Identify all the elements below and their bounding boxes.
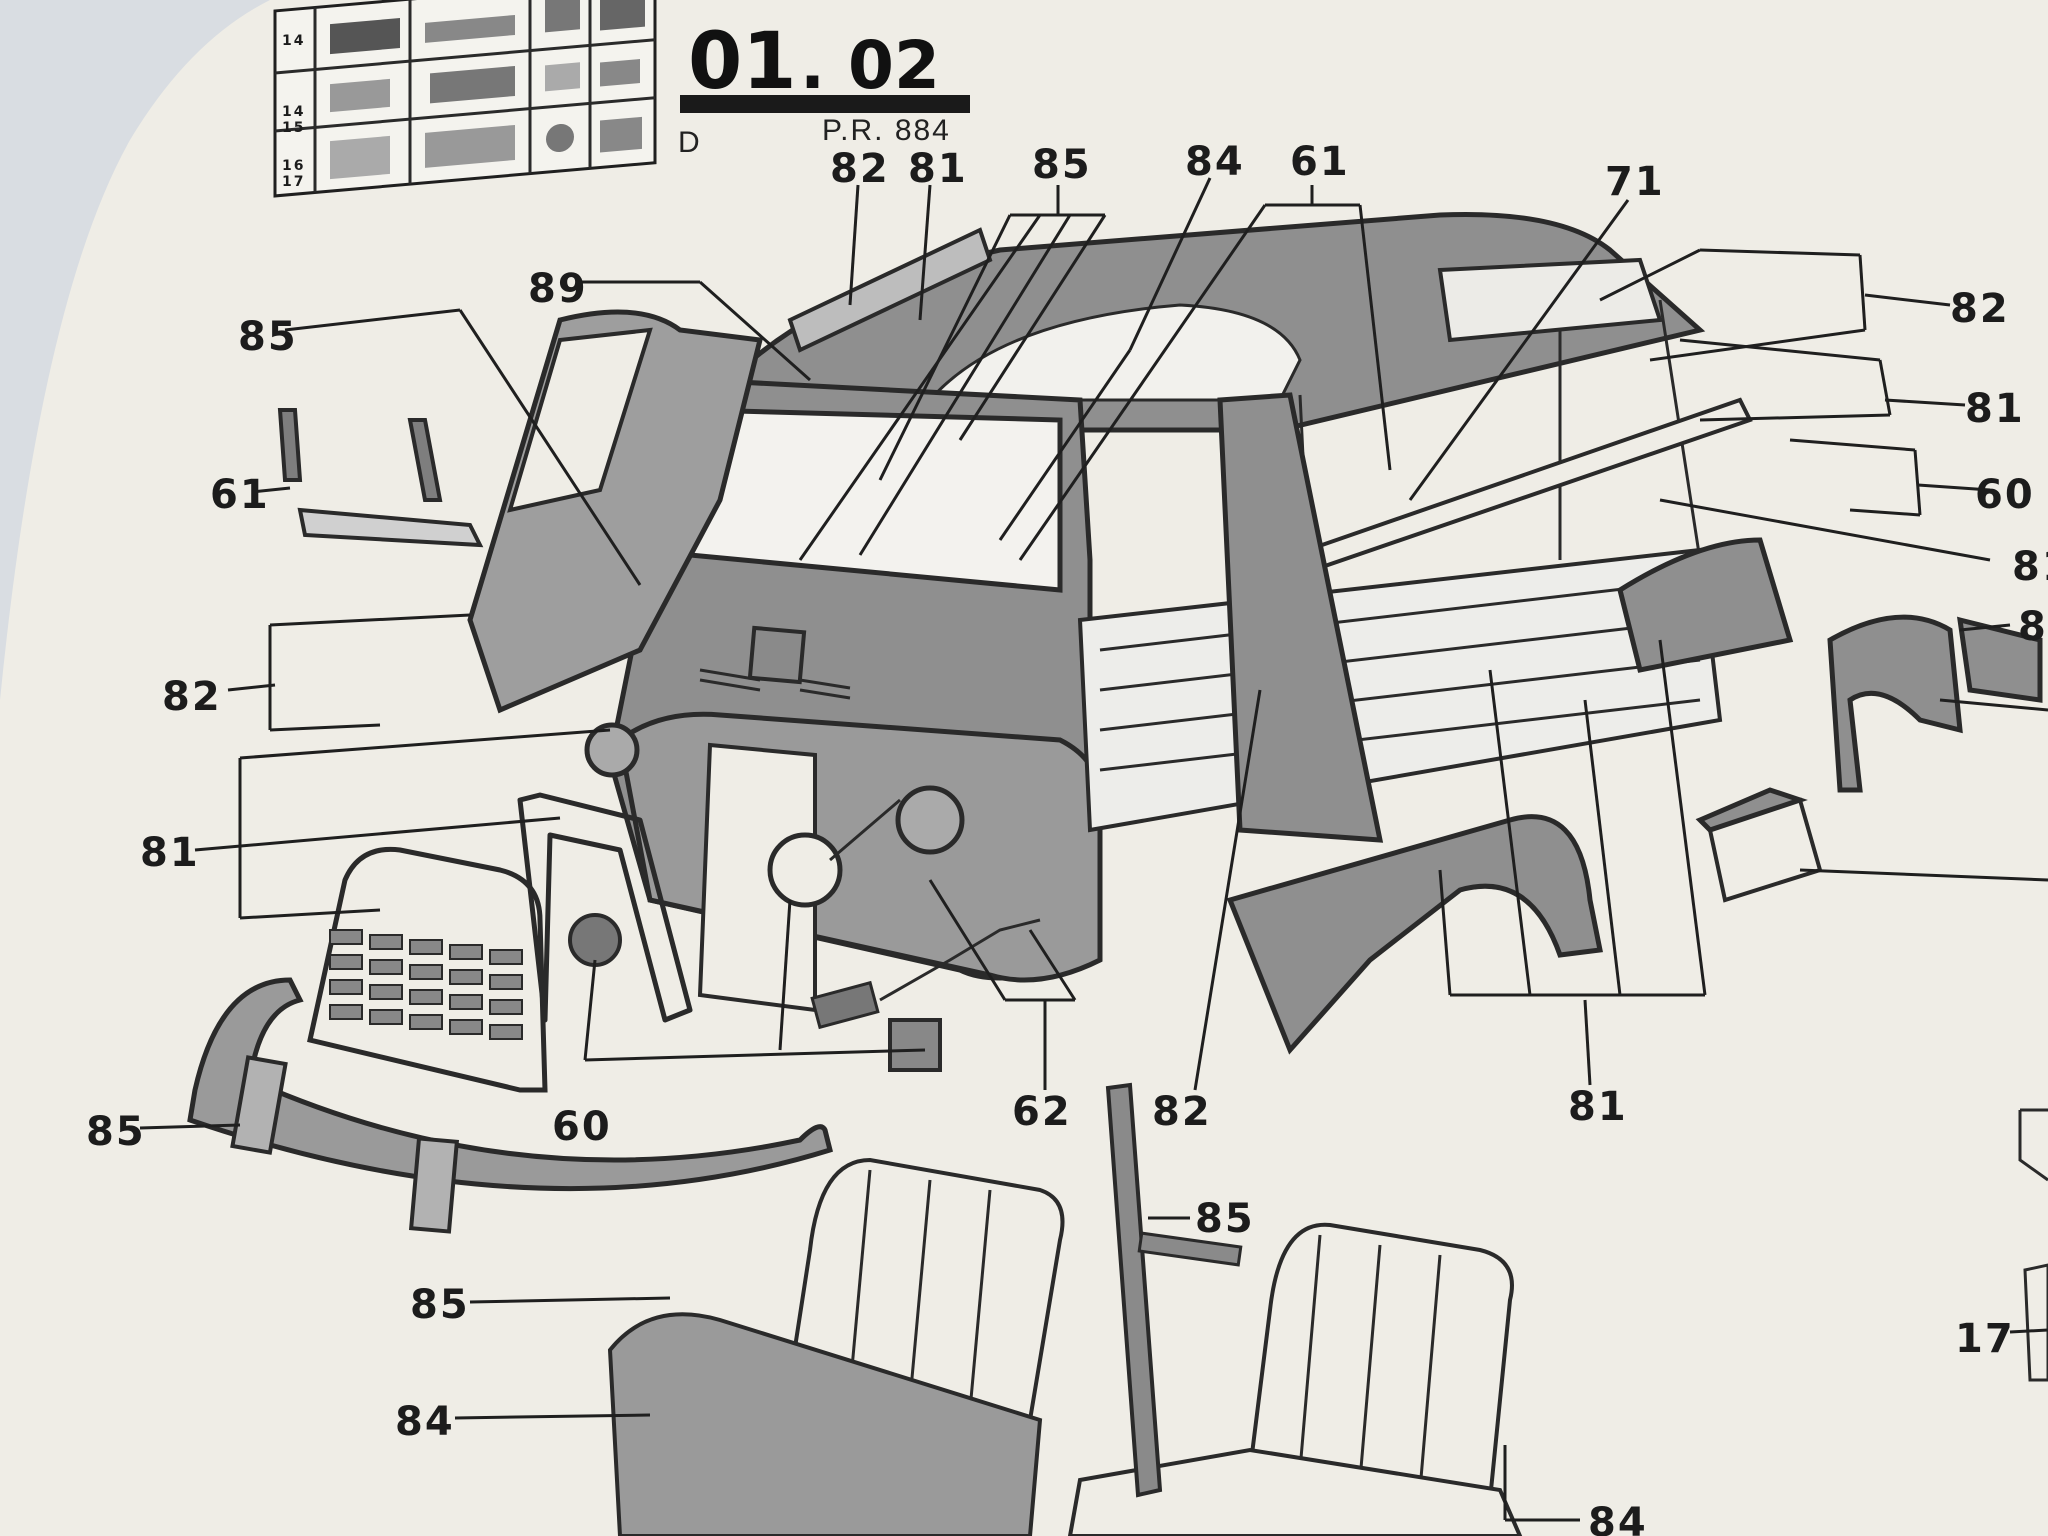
battery	[1695, 787, 1823, 903]
variant-letter: D	[678, 126, 700, 159]
callout-61-top: 61	[1290, 139, 1350, 185]
headlamp	[767, 832, 843, 908]
callout-labels: 82 81 85 84 61 71 89 85 61 82 81 85 60 6…	[86, 139, 2048, 1536]
callout-84-right-seat: 84	[1588, 1500, 1648, 1536]
callout-85-seat: 85	[410, 1282, 470, 1328]
thumb-row-14b: 14	[282, 104, 305, 120]
thumb-row-17: 17	[282, 174, 305, 190]
callout-84-seat: 84	[395, 1399, 455, 1445]
roof-hatch	[787, 227, 993, 353]
callout-81-top: 81	[908, 146, 968, 192]
callout-60-right: 60	[1975, 472, 2035, 518]
callout-85-bumper: 85	[86, 1109, 146, 1155]
callout-82-bottom: 82	[1152, 1089, 1212, 1135]
thumbnail-index: 14 14 15 16 17	[273, 0, 657, 198]
callout-81-right-cut: 81	[2012, 544, 2048, 590]
code-main: 01	[688, 17, 797, 107]
front-bumper	[187, 977, 833, 1192]
callout-17: 17	[1955, 1316, 2015, 1362]
callout-8-right-cut: 8	[2018, 604, 2048, 650]
rear-fender	[1226, 814, 1603, 1055]
leader-lines	[139, 177, 2048, 1522]
callout-84-top: 84	[1185, 139, 1245, 185]
callout-89: 89	[528, 266, 588, 312]
callout-61-left: 61	[210, 472, 270, 518]
header-bar	[680, 95, 970, 113]
sheet-header: 01 . 02 D P.R. 884	[678, 17, 970, 159]
callout-62-bottom: 62	[1012, 1089, 1072, 1135]
callout-81-bottom: 81	[1568, 1084, 1628, 1130]
code-sub: . 02	[800, 27, 940, 104]
thumb-row-15: 15	[282, 120, 305, 136]
seats	[607, 1157, 1523, 1536]
callout-82-top: 82	[830, 146, 890, 192]
callout-81-left: 81	[140, 830, 200, 876]
indicator-lamp	[568, 913, 622, 967]
callout-71-top: 71	[1605, 159, 1665, 205]
side-door	[1217, 392, 1384, 843]
van-body	[467, 211, 2043, 1055]
callout-60-bottom: 60	[552, 1104, 612, 1150]
callout-81-right: 81	[1965, 386, 2025, 432]
mirrors	[277, 408, 484, 548]
thumb-row-16: 16	[282, 158, 305, 174]
callout-85-left: 85	[238, 314, 298, 360]
reference-number: P.R. 884	[822, 114, 951, 147]
callout-82-left: 82	[162, 674, 222, 720]
callout-85-pillar: 85	[1195, 1196, 1255, 1242]
pillar-post	[1105, 1082, 1163, 1498]
callout-85-top: 85	[1032, 142, 1092, 188]
thumb-row-14a: 14	[282, 33, 305, 49]
callout-82-right: 82	[1950, 286, 2010, 332]
